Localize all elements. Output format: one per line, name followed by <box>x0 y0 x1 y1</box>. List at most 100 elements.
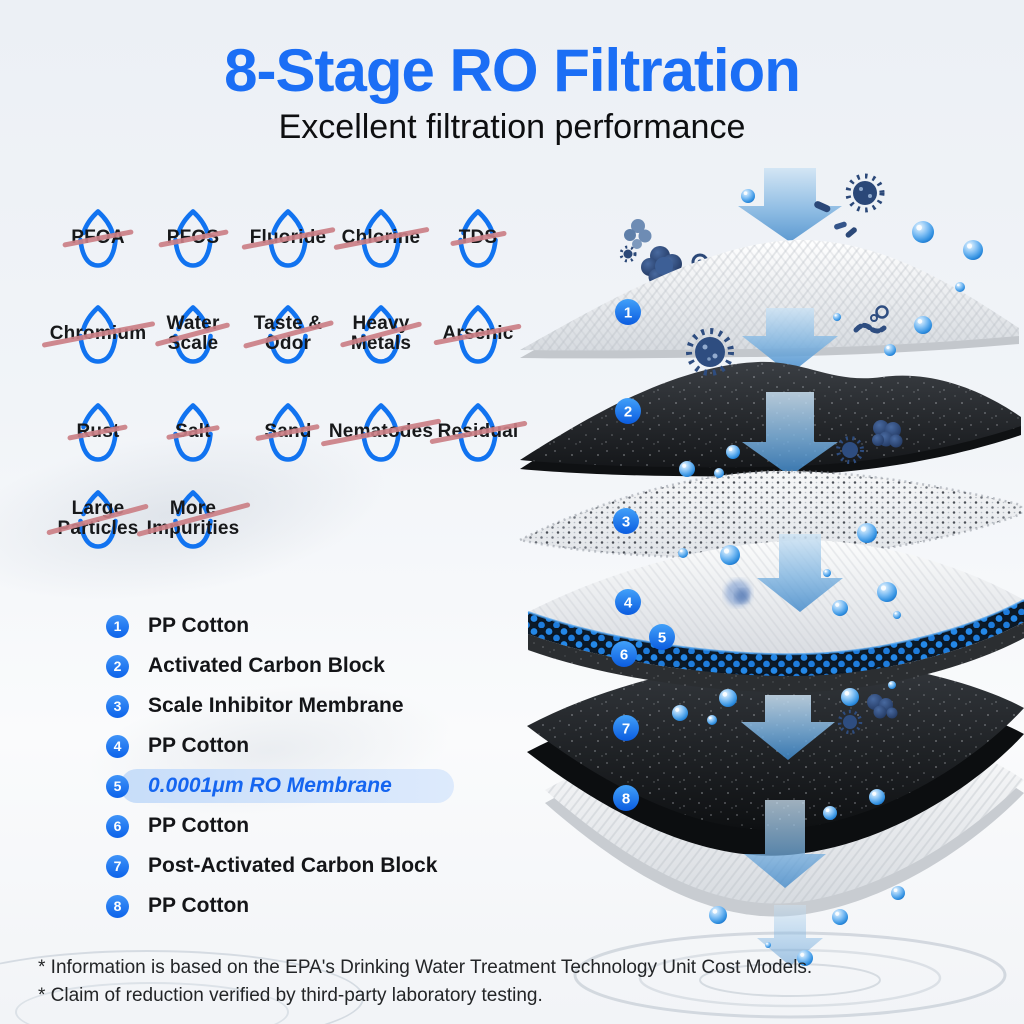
filter-layer-5 <box>527 599 1024 677</box>
diagram-badge-number: 2 <box>624 404 632 421</box>
diagram-badge-number: 4 <box>624 595 633 612</box>
contaminant-label-wrap: Rust <box>67 422 129 442</box>
contaminant-label-wrap: Salt <box>166 422 220 442</box>
contaminant-item: Taste & Odor <box>228 274 348 394</box>
water-drop-icon <box>173 305 213 364</box>
contaminant-label-wrap: PFOS <box>157 228 229 248</box>
contaminant-item: PFOS <box>133 178 253 298</box>
contaminant-item: Residual <box>418 372 538 492</box>
stage-item: 7 Post-Activated Carbon Block <box>0 846 520 886</box>
diagram-stage-badge: 5 <box>649 624 675 650</box>
contaminant-label-wrap: Sand <box>255 422 321 442</box>
stage-number-badge: 8 <box>106 894 129 918</box>
water-drop-icon <box>78 305 118 364</box>
diagram-badge-number: 7 <box>622 721 630 738</box>
diagram-stage-badge: 7 <box>613 715 639 741</box>
contaminant-item: Large Particles <box>38 459 158 579</box>
contaminant-label-wrap: Fluoride <box>241 226 335 250</box>
diagram-badge-number: 6 <box>620 647 628 664</box>
page-subtitle: Excellent filtration performance <box>278 108 746 146</box>
contaminant-label-wrap: Chromium <box>41 320 155 348</box>
contaminant-label-wrap: PFOA <box>62 228 134 248</box>
filter-layer-6 <box>528 622 1024 693</box>
contaminant-label-wrap: Chlorine <box>333 226 429 250</box>
contaminant-item: Sand <box>228 372 348 492</box>
stage-label: Activated Carbon Block <box>148 654 385 677</box>
flow-arrow-icon <box>741 695 835 760</box>
stage-label: 0.0001μm RO Membrane <box>148 774 392 797</box>
stage-number-badge: 6 <box>106 814 129 838</box>
contaminant-label-wrap: TDS <box>449 228 507 248</box>
microbe-cluster <box>686 305 903 464</box>
stage-label: PP Cotton <box>148 814 250 837</box>
water-drop-icon <box>458 209 498 268</box>
stage-number-badge: 7 <box>106 854 129 878</box>
contaminant-item: Salt <box>133 372 253 492</box>
contaminant-item: PFOA <box>38 178 158 298</box>
diagram-stage-badge: 1 <box>615 299 641 325</box>
stage-label: PP Cotton <box>148 734 250 757</box>
contaminant-item: More Impurities <box>133 459 253 579</box>
stage-label: PP Cotton <box>148 614 250 637</box>
diagram-badge-number: 3 <box>622 514 630 531</box>
water-drop-icon <box>173 209 213 268</box>
flow-arrow-icon <box>738 168 842 242</box>
footnote-line: * Claim of reduction verified by third-p… <box>38 985 543 1006</box>
water-drop-icon <box>361 209 401 268</box>
diagram-badge-number: 1 <box>624 305 632 322</box>
water-drop-icon <box>361 305 401 364</box>
flow-arrow-icon <box>742 308 838 374</box>
stage-item: 1 PP Cotton <box>0 606 520 646</box>
water-drop-icon <box>173 403 213 462</box>
stage-item: 4 PP Cotton <box>0 726 520 766</box>
footnote-line: * Information is based on the EPA's Drin… <box>38 957 813 978</box>
water-drop-icon <box>268 209 308 268</box>
water-drop-icon <box>78 490 118 549</box>
stage-item: 2 Activated Carbon Block <box>0 646 520 686</box>
contaminant-label-wrap: Heavy Metals <box>339 314 423 354</box>
stage-label: Post-Activated Carbon Block <box>148 854 438 877</box>
diagram-stage-badge: 4 <box>615 589 641 615</box>
footnotes: * Information is based on the EPA's Drin… <box>38 954 812 1010</box>
stage-item: 6 PP Cotton <box>0 806 520 846</box>
stage-label: Scale Inhibitor Membrane <box>148 694 404 717</box>
diagram-badge-number: 5 <box>658 630 666 647</box>
diagram-stage-badge: 6 <box>611 641 637 667</box>
page-title: 8-Stage RO Filtration <box>224 37 801 104</box>
flow-arrow-icon <box>744 800 826 888</box>
stage-item: 5 0.0001μm RO Membrane <box>0 766 520 806</box>
water-droplets <box>672 189 983 966</box>
water-drop-icon <box>458 403 498 462</box>
contaminant-label-wrap: Taste & Odor <box>242 314 334 354</box>
stage-number-badge: 2 <box>106 654 129 678</box>
stage-number-badge: 4 <box>106 734 129 758</box>
stage-number-badge: 5 <box>106 774 129 798</box>
microbe-cluster <box>837 694 898 735</box>
diagram-stage-badge: 2 <box>615 398 641 424</box>
diagram-stage-badge: 3 <box>613 508 639 534</box>
flow-arrow-icon <box>742 392 838 476</box>
water-drop-icon <box>78 209 118 268</box>
water-drop-icon <box>458 305 498 364</box>
contaminant-item: Chlorine <box>321 178 441 298</box>
flow-arrow-icon <box>757 534 843 612</box>
contaminant-item: Heavy Metals <box>321 274 441 394</box>
microbe-cluster <box>814 173 885 238</box>
contaminant-label-wrap: Nematodes <box>320 417 442 447</box>
stage-label: PP Cotton <box>148 894 250 917</box>
contaminant-label-wrap: Arsenic <box>433 323 523 345</box>
contaminant-label-wrap: Large Particles <box>46 499 150 539</box>
water-drop-icon <box>268 403 308 462</box>
contaminant-item: Arsenic <box>418 274 538 394</box>
filter-layer-4 <box>528 540 1024 667</box>
contaminant-item: Nematodes <box>320 372 442 492</box>
stage-number-badge: 3 <box>106 694 129 718</box>
contaminant-label-wrap: Water Scale <box>155 314 231 354</box>
diagram-badge-number: 8 <box>622 791 630 808</box>
contaminant-label-wrap: More Impurities <box>135 499 251 539</box>
water-drop-icon <box>361 403 401 462</box>
